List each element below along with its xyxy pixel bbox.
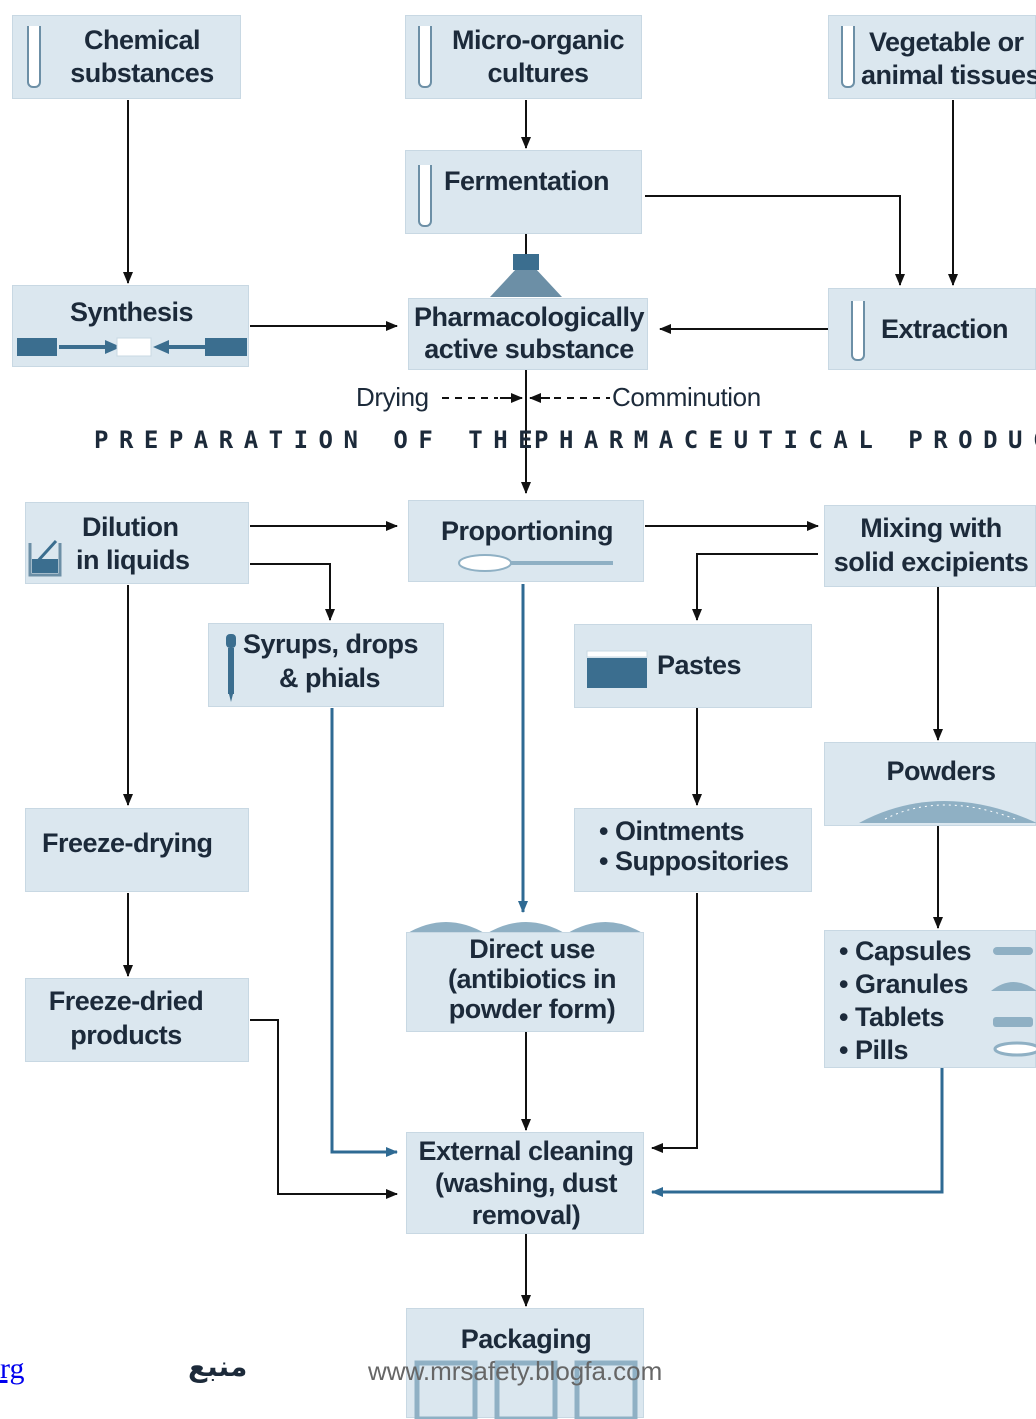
proportioning-label: Proportioning: [441, 516, 613, 546]
comminution-label: Comminution: [612, 382, 761, 412]
dropper-icon: [226, 634, 236, 702]
dosage-forms-icon: [991, 947, 1036, 1057]
powders-label: Powders: [886, 756, 996, 786]
test-tube-icon: [841, 26, 855, 88]
fermentation-box: Fermentation: [405, 150, 642, 234]
source-url: www.mrsafety.blogfa.com: [368, 1356, 663, 1386]
section-heading-right: PHARMACEUTICAL PRODUCT: [534, 426, 1036, 454]
chemical-line1: Chemical: [83, 25, 201, 55]
micro-line2: cultures: [487, 58, 589, 88]
comminution-dashes: [554, 397, 610, 399]
pastes-box: Pastes: [574, 624, 812, 708]
micro-organic-box: Micro-organic cultures: [405, 15, 642, 99]
dilution-line2: in liquids: [76, 545, 190, 575]
beaker-icon: [28, 539, 62, 577]
fermentation-label: Fermentation: [444, 166, 610, 196]
footer-link[interactable]: rg: [0, 1352, 25, 1385]
powders-box: Powders: [824, 742, 1036, 826]
test-tube-icon: [27, 26, 41, 88]
active-substance-box: Pharmacologically active substance: [408, 298, 648, 370]
chemical-substances-box: Chemical substances: [12, 15, 241, 99]
mixing-line2: solid excipients: [833, 547, 1029, 577]
directuse-line3: powder form): [448, 994, 616, 1024]
cleaning-line1: External cleaning: [418, 1136, 634, 1166]
external-cleaning-box: External cleaning (washing, dust removal…: [406, 1132, 644, 1234]
dilution-box: Dilution in liquids: [25, 502, 249, 584]
capsules-line4: • Pills: [839, 1035, 908, 1065]
capsules-line3: • Tablets: [839, 1002, 944, 1032]
edge-mixing-pastes: [692, 553, 818, 621]
cleaning-line2: (washing, dust: [435, 1168, 618, 1198]
freeze-drying-box: Freeze-drying: [25, 808, 249, 892]
vial-icon: [414, 1360, 638, 1419]
vegetable-line1: Vegetable or: [869, 27, 1024, 57]
direct-use-box: Direct use (antibiotics in powder form): [406, 932, 644, 1032]
test-tube-icon: [851, 301, 865, 361]
cleaning-line3: removal): [471, 1200, 581, 1230]
syrups-line2: & phials: [279, 663, 381, 693]
vegetable-tissues-box: Vegetable or animal tissues: [828, 15, 1036, 99]
synthesis-box: Synthesis: [12, 285, 249, 367]
edge-capsules-cleaning: [651, 1068, 944, 1197]
freezedried-line1: Freeze-dried: [48, 986, 204, 1016]
drying-label: Drying: [356, 382, 429, 412]
ointments-line1: • Ointments: [599, 816, 744, 846]
source-label: منبع: [188, 1350, 248, 1383]
capsules-line2: • Granules: [839, 969, 969, 999]
syrups-box: Syrups, drops & phials: [208, 623, 444, 707]
mixing-line1: Mixing with: [860, 513, 1002, 543]
active-line1: Pharmacologically: [413, 302, 645, 332]
capsules-line1: • Capsules: [839, 936, 972, 966]
vegetable-line2: animal tissues: [861, 60, 1036, 90]
section-heading-left: PREPARATION OF THE: [94, 426, 544, 454]
edge-dilution-syrups: [250, 563, 335, 621]
syrups-line1: Syrups, drops: [243, 629, 419, 659]
powder-humps-icon: [406, 922, 644, 934]
edge-syrups-cleaning: [330, 708, 398, 1157]
active-line2: active substance: [424, 334, 634, 364]
pastes-label: Pastes: [657, 650, 742, 680]
freezedried-line2: products: [70, 1020, 182, 1050]
test-tube-icon: [418, 26, 432, 88]
drying-dashes: [442, 397, 498, 399]
packaging-label: Packaging: [460, 1324, 592, 1354]
capsules-box: • Capsules • Granules • Tablets • Pills: [824, 930, 1036, 1068]
edge-ointments-cleaning: [651, 893, 698, 1153]
synthesis-icon: [17, 337, 247, 357]
spoon-icon: [458, 554, 613, 572]
micro-line1: Micro-organic: [451, 25, 625, 55]
proportioning-box: Proportioning: [408, 500, 644, 582]
extraction-box: Extraction: [828, 288, 1036, 370]
packaging-box: Packaging: [406, 1308, 644, 1419]
ointments-line2: • Suppositories: [599, 846, 789, 876]
synthesis-label: Synthesis: [69, 297, 194, 327]
directuse-line1: Direct use: [469, 934, 595, 964]
ointments-box: • Ointments • Suppositories: [574, 808, 812, 892]
mixing-box: Mixing with solid excipients: [824, 505, 1036, 587]
dilution-line1: Dilution: [82, 512, 179, 542]
edge-fermentation-extraction: [645, 195, 905, 286]
chemical-line2: substances: [70, 58, 214, 88]
powder-pile-icon: [859, 801, 1036, 823]
directuse-line2: (antibiotics in: [448, 964, 617, 994]
paste-tube-icon: [586, 650, 648, 688]
freeze-drying-label: Freeze-drying: [42, 828, 213, 858]
funnel-icon: [490, 254, 562, 297]
extraction-label: Extraction: [881, 314, 1009, 344]
freeze-dried-box: Freeze-dried products: [25, 978, 249, 1062]
test-tube-icon: [418, 165, 432, 227]
edge-freezedried-cleaning: [250, 1019, 398, 1199]
